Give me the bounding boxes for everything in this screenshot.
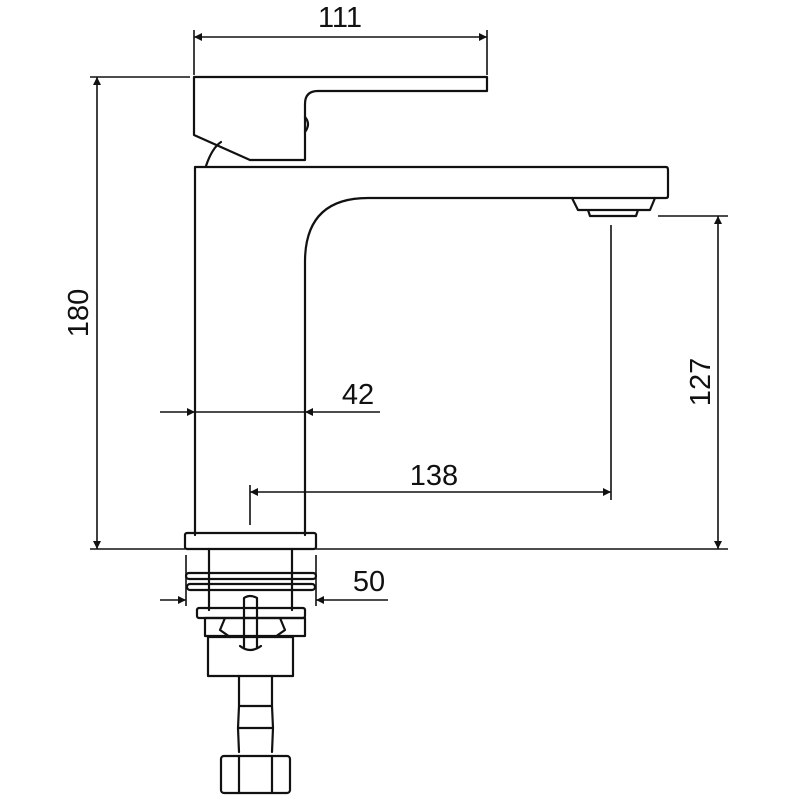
mounting-nut [203,616,307,639]
dimension-50: 50 [160,555,388,606]
dimension-label-180: 180 [63,289,95,337]
dimension-138: 138 [249,225,612,525]
washer-2 [185,582,317,592]
dimension-label-111: 111 [318,2,362,34]
dimension-label-50: 50 [353,566,385,598]
dimension-127: 127 [658,215,728,549]
screw [238,594,263,652]
washer-1 [184,571,318,581]
handle-button [303,115,310,134]
handle [192,75,489,162]
body-and-spout [193,165,670,537]
valve-body [206,635,295,678]
dimension-label-42: 42 [342,379,374,411]
aerator [570,196,657,218]
faucet-outline [183,75,670,795]
mounting-plate [195,606,307,620]
connector-nut-facets [237,754,274,795]
dimension-180: 180 [63,76,728,550]
dimension-label-138: 138 [410,460,458,492]
handle-joint [204,140,223,168]
connector-nut [219,754,292,795]
dimension-label-127: 127 [685,358,717,406]
supply-pipe [236,674,275,754]
dimension-42: 42 [160,379,380,416]
dimension-111: 111 [193,2,488,75]
base-flange [183,531,318,551]
